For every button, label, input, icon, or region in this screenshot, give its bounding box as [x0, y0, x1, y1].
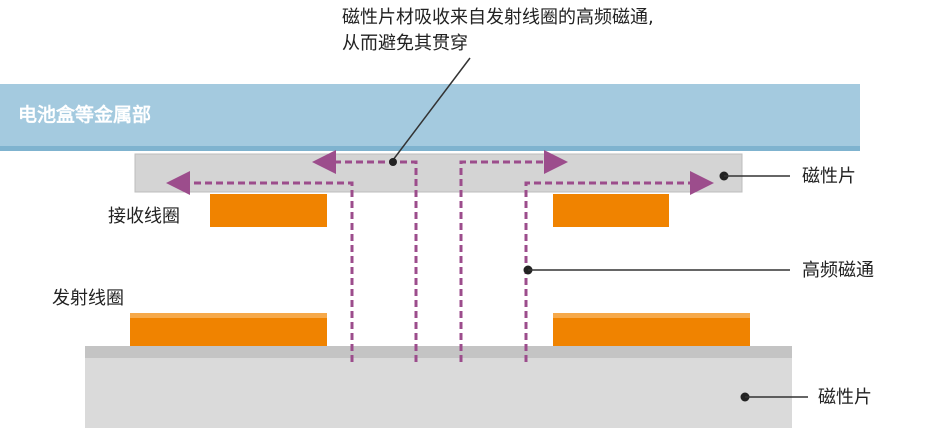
- transmit-coil-left: [130, 313, 327, 348]
- flux-path-inner-left: [312, 150, 418, 362]
- high-freq-flux-label: 高频磁通: [802, 260, 874, 281]
- transmit-coil-right: [553, 313, 750, 348]
- magnetic-sheet-lower-label: 磁性片: [818, 387, 872, 408]
- battery-box-label: 电池盒等金属部: [18, 103, 151, 126]
- flux-path-inner-right: [459, 150, 568, 362]
- transmit-coil-label: 发射线圈: [52, 288, 124, 309]
- flux-path-outer-left: [166, 171, 354, 362]
- annotation-top-leader: [392, 57, 471, 161]
- magnetic-sheet-upper-label: 磁性片: [802, 166, 856, 187]
- annotation-top-line1: 磁性片材吸收来自发射线圈的高频磁通,: [342, 7, 654, 28]
- annotation-top-leader-dot: [389, 158, 397, 166]
- receive-coil-right: [553, 194, 669, 227]
- magnetic-sheet-upper: [134, 153, 743, 193]
- flux-path-outer-right: [524, 171, 714, 362]
- annotation-top-line2: 从而避免其贯穿: [342, 33, 468, 54]
- magnetic-sheet-lower-top-strip: [85, 346, 792, 358]
- transmit-coil-right-top: [553, 313, 750, 318]
- receive-coil-left: [210, 194, 327, 227]
- transmit-coil-left-top: [130, 313, 327, 318]
- receive-coil-label: 接收线圈: [108, 206, 180, 227]
- battery-box: [0, 84, 860, 150]
- magnetic-sheet-lower: [85, 358, 792, 428]
- battery-box-bottom-edge: [0, 146, 860, 151]
